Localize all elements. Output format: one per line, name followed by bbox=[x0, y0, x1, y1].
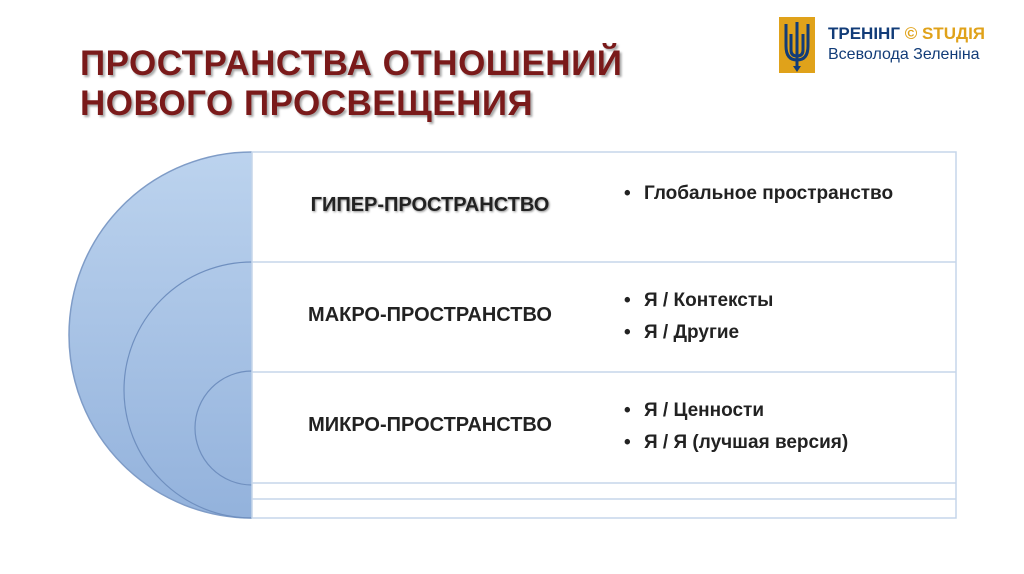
logo-subtitle: Всеволода Зеленіна bbox=[828, 46, 980, 63]
bullet-text: Я / Контексты bbox=[644, 290, 774, 311]
logo-title-accent: © STUДІЯ bbox=[904, 24, 986, 43]
hyper-space-circle bbox=[68, 151, 252, 519]
studio-logo: ТРЕНІНГ © STUДІЯ Всеволода Зеленіна bbox=[778, 16, 1018, 76]
bullet-dot-icon: • bbox=[624, 400, 631, 421]
micro-space-circle bbox=[194, 370, 252, 486]
slide-title: ПРОСТРАНСТВА ОТНОШЕНИЙ НОВОГО ПРОСВЕЩЕНИ… bbox=[80, 44, 720, 124]
macro-space-circle bbox=[123, 261, 252, 519]
bullet-dot-icon: • bbox=[624, 322, 631, 343]
bullet-item: • Я / Ценности bbox=[622, 397, 942, 425]
bullet-text: Я / Ценности bbox=[644, 400, 765, 421]
macro-space-label: МАКРО-ПРОСТРАНСТВО bbox=[308, 304, 552, 326]
macro-space-bullets: • Я / Контексты • Я / Другие bbox=[622, 287, 942, 351]
bullet-item: • Я / Я (лучшая версия) bbox=[622, 429, 942, 457]
micro-space-label: МИКРО-ПРОСТРАНСТВО bbox=[308, 414, 552, 436]
bullet-text: Глобальное пространство bbox=[644, 183, 894, 204]
levels-frame bbox=[251, 151, 957, 519]
slide-title-line-1: ПРОСТРАНСТВА ОТНОШЕНИЙ bbox=[80, 44, 623, 83]
trident-logo-icon bbox=[779, 17, 815, 73]
hyper-space-label: ГИПЕР-ПРОСТРАНСТВО bbox=[310, 194, 550, 216]
bullet-item: • Я / Другие bbox=[622, 319, 942, 347]
bullet-text: Я / Другие bbox=[644, 322, 740, 343]
bullet-dot-icon: • bbox=[624, 183, 631, 204]
slide-title-line-2: НОВОГО ПРОСВЕЩЕНИЯ bbox=[80, 84, 534, 123]
bullet-text: Я / Я (лучшая версия) bbox=[644, 432, 849, 453]
bullet-item: • Я / Контексты bbox=[622, 287, 942, 315]
micro-space-bullets: • Я / Ценности • Я / Я (лучшая версия) bbox=[622, 397, 942, 461]
hyper-space-bullets: • Глобальное пространство bbox=[622, 180, 942, 212]
bullet-dot-icon: • bbox=[624, 432, 631, 453]
bullet-dot-icon: • bbox=[624, 290, 631, 311]
bullet-item: • Глобальное пространство bbox=[622, 180, 942, 208]
logo-title: ТРЕНІНГ © STUДІЯ bbox=[828, 24, 985, 44]
logo-title-main: ТРЕНІНГ bbox=[828, 24, 900, 43]
